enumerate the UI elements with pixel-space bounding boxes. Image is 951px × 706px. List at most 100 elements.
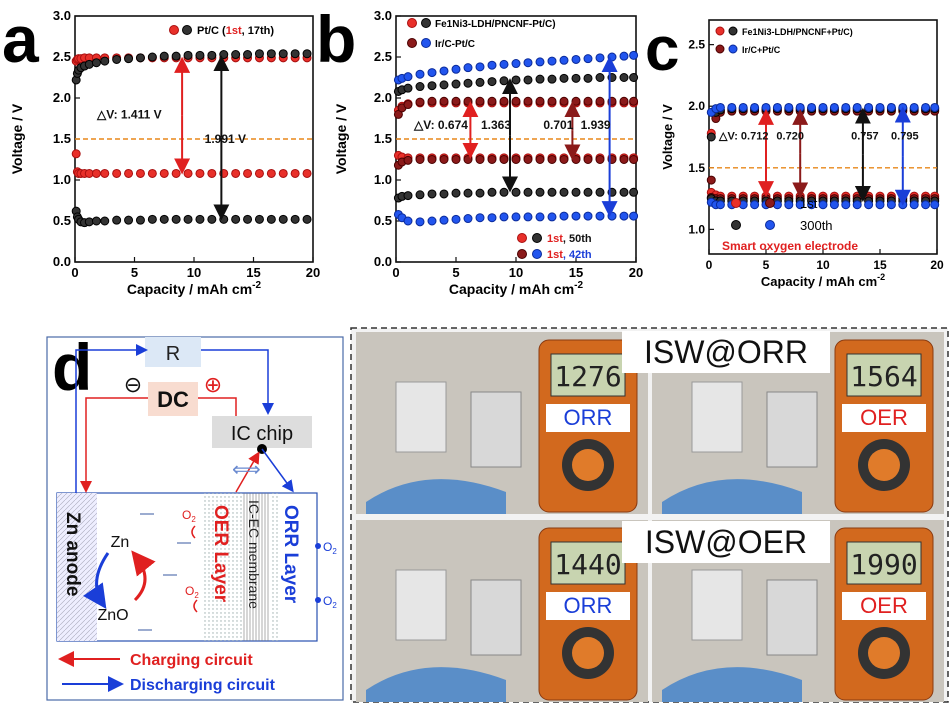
photo-title-orr: ISW@ORR [644, 334, 808, 370]
data-point [243, 168, 253, 178]
data-point [841, 102, 851, 112]
data-point [864, 200, 874, 210]
data-point [427, 216, 437, 226]
data-point [266, 214, 276, 224]
data-point [535, 155, 545, 164]
data-point [535, 74, 545, 84]
data-point [547, 96, 557, 106]
delta-v-label: 0.757 [851, 130, 879, 142]
data-point [290, 49, 300, 59]
mode-label-box [546, 592, 630, 620]
data-point [302, 49, 312, 59]
data-point [135, 53, 145, 63]
data-point [511, 59, 521, 69]
data-point [595, 187, 605, 197]
data-point [738, 102, 748, 112]
data-point [595, 155, 605, 164]
data-point [427, 189, 437, 199]
data-point [511, 96, 521, 106]
data-point [231, 50, 241, 60]
data-point [91, 216, 101, 226]
data-point [715, 200, 725, 210]
data-point [898, 102, 908, 112]
y-tick-label: 2.5 [53, 49, 71, 64]
data-point [195, 214, 205, 224]
data-point [727, 102, 737, 112]
data-point [207, 214, 217, 224]
delta-v-label: △V: 0.674 [413, 118, 468, 132]
data-point [619, 51, 629, 61]
x-axis-label-unit-sup: -2 [252, 280, 261, 291]
data-point [171, 214, 181, 224]
x-tick-label: 5 [452, 265, 459, 280]
data-point [219, 214, 229, 224]
timer-switch [691, 569, 743, 641]
legend-marker [532, 233, 542, 243]
data-point [909, 200, 919, 210]
mode-label-box [546, 404, 630, 432]
legend-marker [532, 249, 542, 259]
x-tick-label: 15 [246, 265, 260, 280]
multimeter-knob [868, 449, 900, 481]
data-point [403, 83, 413, 93]
data-point [463, 96, 473, 106]
zn-anode-label: Zn anode [62, 512, 83, 596]
multimeter-reading: 1990 [850, 548, 917, 581]
legend-label-first: 1st [226, 25, 242, 37]
x-tick-label: 0 [706, 258, 713, 272]
data-point [403, 216, 413, 226]
delta-v-label: △V: 1.411 V [96, 108, 162, 122]
data-point [715, 102, 725, 112]
data-point [427, 81, 437, 91]
discharging-legend-label: Discharging circuit [130, 677, 276, 694]
electrode-holder [470, 579, 522, 656]
glove [662, 479, 802, 514]
y-axis-label: Voltage / V [333, 103, 349, 174]
data-point [171, 168, 181, 178]
legend-marker [731, 198, 741, 208]
legend-marker [715, 44, 725, 54]
data-point [475, 96, 485, 106]
multimeter-screen [846, 541, 922, 585]
data-point [183, 214, 193, 224]
charge-wire-right [198, 397, 237, 416]
mode-label-box [842, 404, 926, 432]
data-point [499, 155, 509, 164]
data-point [629, 96, 639, 106]
panel-d-diagram: R DC ⊖ ⊕ IC chip ⟺ Zn anode OER Layer IC… [46, 336, 344, 701]
y-tick-label: 2.0 [688, 99, 705, 113]
legend-label: Ir/C-Pt/C [435, 39, 475, 50]
data-point [559, 55, 569, 65]
y-tick-label: 2.0 [53, 90, 71, 105]
data-point [583, 187, 593, 197]
x-axis-label-unit-sup: -2 [877, 272, 885, 282]
x-tick-label: 20 [629, 265, 643, 280]
x-tick-label: 10 [187, 265, 201, 280]
data-point [571, 73, 581, 83]
data-point [147, 214, 157, 224]
data-point [829, 200, 839, 210]
data-point [619, 187, 629, 197]
multimeter-reading: 1564 [850, 360, 917, 393]
panel-letter-b: b [316, 2, 356, 76]
legend-marker [169, 25, 179, 35]
resistor-box [145, 337, 201, 367]
data-point [403, 191, 413, 201]
plot-frame [708, 19, 938, 255]
data-point [807, 102, 817, 112]
mode-label-box [842, 592, 926, 620]
data-point [266, 49, 276, 59]
data-point [629, 50, 639, 60]
data-point [523, 155, 533, 164]
data-point [159, 168, 169, 178]
y-tick-label: 1.0 [374, 172, 392, 187]
data-point [583, 155, 593, 164]
data-point [147, 52, 157, 62]
data-point [427, 155, 437, 164]
x-tick-label: 5 [763, 258, 770, 272]
o2-orr-bottom: O2 [323, 594, 337, 610]
data-point [852, 102, 862, 112]
data-point [403, 155, 413, 165]
data-point [547, 74, 557, 84]
